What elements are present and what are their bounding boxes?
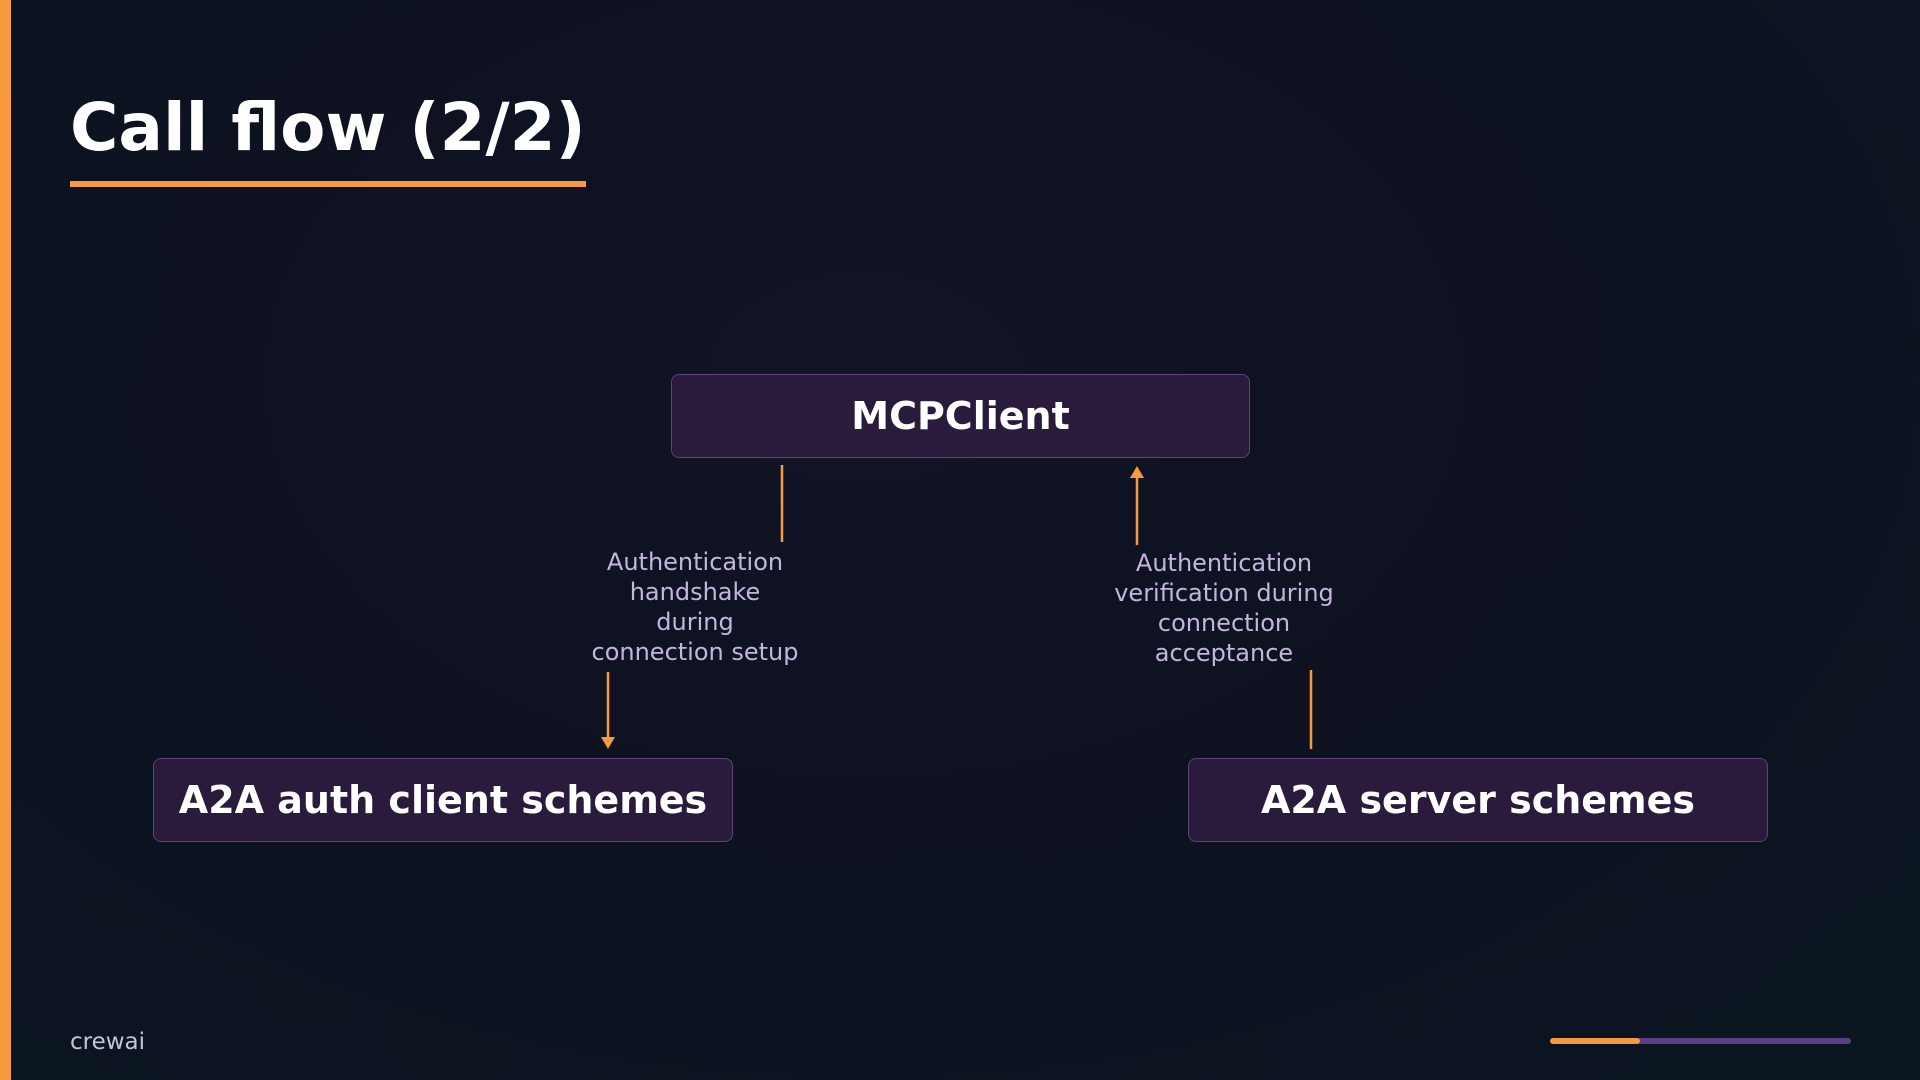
edge-label-left: Authentication handshake during connecti… — [591, 548, 799, 666]
node-mcpclient: MCPClient — [671, 374, 1250, 458]
slide-progress-bar — [1550, 1038, 1851, 1044]
edge-right-arrowhead — [1130, 466, 1144, 478]
footer-brand: crewai — [70, 1029, 146, 1055]
edge-label-right: Authentication verification during conne… — [1114, 549, 1334, 667]
slide-progress-fill — [1550, 1038, 1641, 1044]
edge-left-arrowhead — [601, 737, 615, 749]
slide-accent-bar — [0, 0, 11, 1080]
node-a2a-server-schemes: A2A server schemes — [1188, 758, 1768, 842]
title-underline — [70, 181, 586, 187]
node-a2a-auth-client-schemes: A2A auth client schemes — [153, 758, 733, 842]
page-title: Call flow (2/2) — [70, 89, 586, 166]
